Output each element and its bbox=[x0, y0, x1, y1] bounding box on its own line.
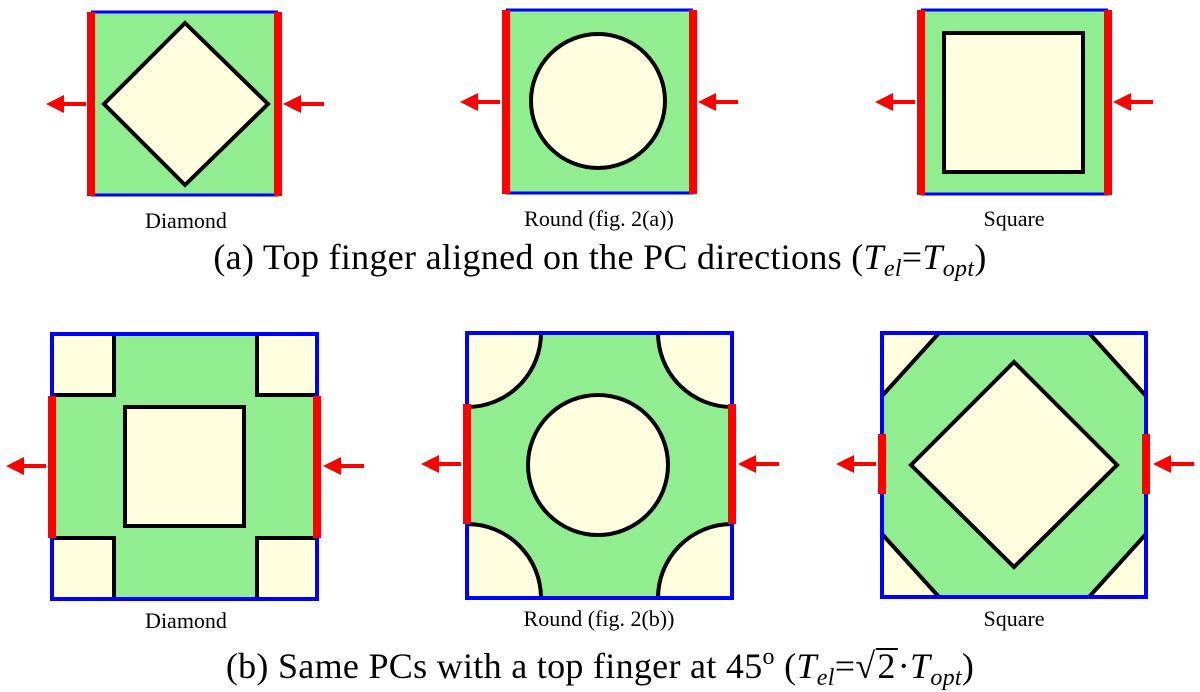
cell-b-square bbox=[836, 331, 1194, 599]
arrow-out-left bbox=[875, 93, 915, 111]
caption-a-t1-sub: el bbox=[883, 256, 902, 282]
label-a-round: Round (fig. 2(a)) bbox=[524, 206, 674, 231]
caption-b-open: ( bbox=[774, 646, 797, 686]
round-hole bbox=[529, 32, 667, 170]
caption-b-eq: = bbox=[834, 646, 856, 686]
arrow-out-left bbox=[421, 455, 461, 473]
cell-b-diamond bbox=[6, 332, 364, 601]
corner-hole-bottom-right bbox=[257, 538, 317, 599]
caption-b-degree: o bbox=[762, 644, 775, 670]
cell-a-round bbox=[460, 8, 738, 195]
caption-a-eq: = bbox=[901, 237, 923, 277]
label-a-diamond: Diamond bbox=[145, 208, 227, 233]
arrow-in-right bbox=[698, 93, 738, 111]
arrow-out-left bbox=[6, 457, 46, 475]
arrow-out-left bbox=[836, 455, 876, 473]
arrow-in-right bbox=[283, 95, 324, 113]
caption-b-suffix: ) bbox=[961, 646, 975, 686]
arrow-out-left bbox=[460, 93, 500, 111]
caption-b-sqrt-arg: 2 bbox=[875, 646, 898, 686]
arrow-in-right bbox=[1153, 455, 1194, 473]
caption-a-t1: T bbox=[863, 237, 884, 277]
diamond-hole bbox=[101, 20, 271, 188]
cell-a-square bbox=[875, 8, 1153, 196]
arrow-in-right bbox=[323, 457, 364, 475]
label-a-square: Square bbox=[983, 206, 1045, 231]
caption-b-t1: T bbox=[796, 646, 817, 686]
corner-hole-bottom-left bbox=[52, 538, 114, 599]
quarter-hole-top-right bbox=[658, 333, 732, 407]
arrow-in-right bbox=[1113, 93, 1153, 111]
center-hole bbox=[526, 393, 670, 537]
corner-hole-top-right bbox=[257, 334, 317, 395]
caption-a-prefix: (a) Top finger aligned on the PC directi… bbox=[213, 237, 864, 277]
caption-a-t2-sub: opt bbox=[942, 256, 975, 282]
quarter-hole-bottom-left bbox=[467, 524, 541, 598]
quarter-hole-top-left bbox=[467, 333, 541, 407]
label-b-diamond: Diamond bbox=[145, 608, 227, 633]
label-b-round: Round (fig. 2(b)) bbox=[523, 606, 675, 631]
caption-a: (a) Top finger aligned on the PC directi… bbox=[213, 236, 986, 283]
caption-b-dot: · bbox=[897, 646, 910, 686]
sqrt-symbol: √2 bbox=[855, 646, 898, 686]
label-b-square: Square bbox=[983, 606, 1045, 631]
arrow-in-right bbox=[738, 455, 779, 473]
cell-b-round bbox=[421, 331, 779, 600]
square-hole bbox=[942, 31, 1085, 174]
center-hole bbox=[123, 405, 246, 528]
caption-b-prefix: (b) Same PCs with a top finger at 45 bbox=[225, 646, 763, 686]
caption-a-suffix: ) bbox=[974, 237, 987, 277]
caption-b-t1-sub: el bbox=[816, 665, 835, 691]
center-hole bbox=[908, 359, 1120, 570]
quarter-hole-bottom-right bbox=[658, 524, 732, 598]
cell-a-diamond bbox=[46, 10, 324, 197]
caption-b: (b) Same PCs with a top finger at 45o (T… bbox=[226, 644, 974, 692]
caption-b-t2-sub: opt bbox=[930, 665, 962, 691]
corner-hole-top-left bbox=[52, 334, 114, 395]
arrow-out-left bbox=[46, 95, 86, 113]
caption-b-t2: T bbox=[909, 646, 931, 686]
caption-a-t2: T bbox=[922, 237, 943, 277]
